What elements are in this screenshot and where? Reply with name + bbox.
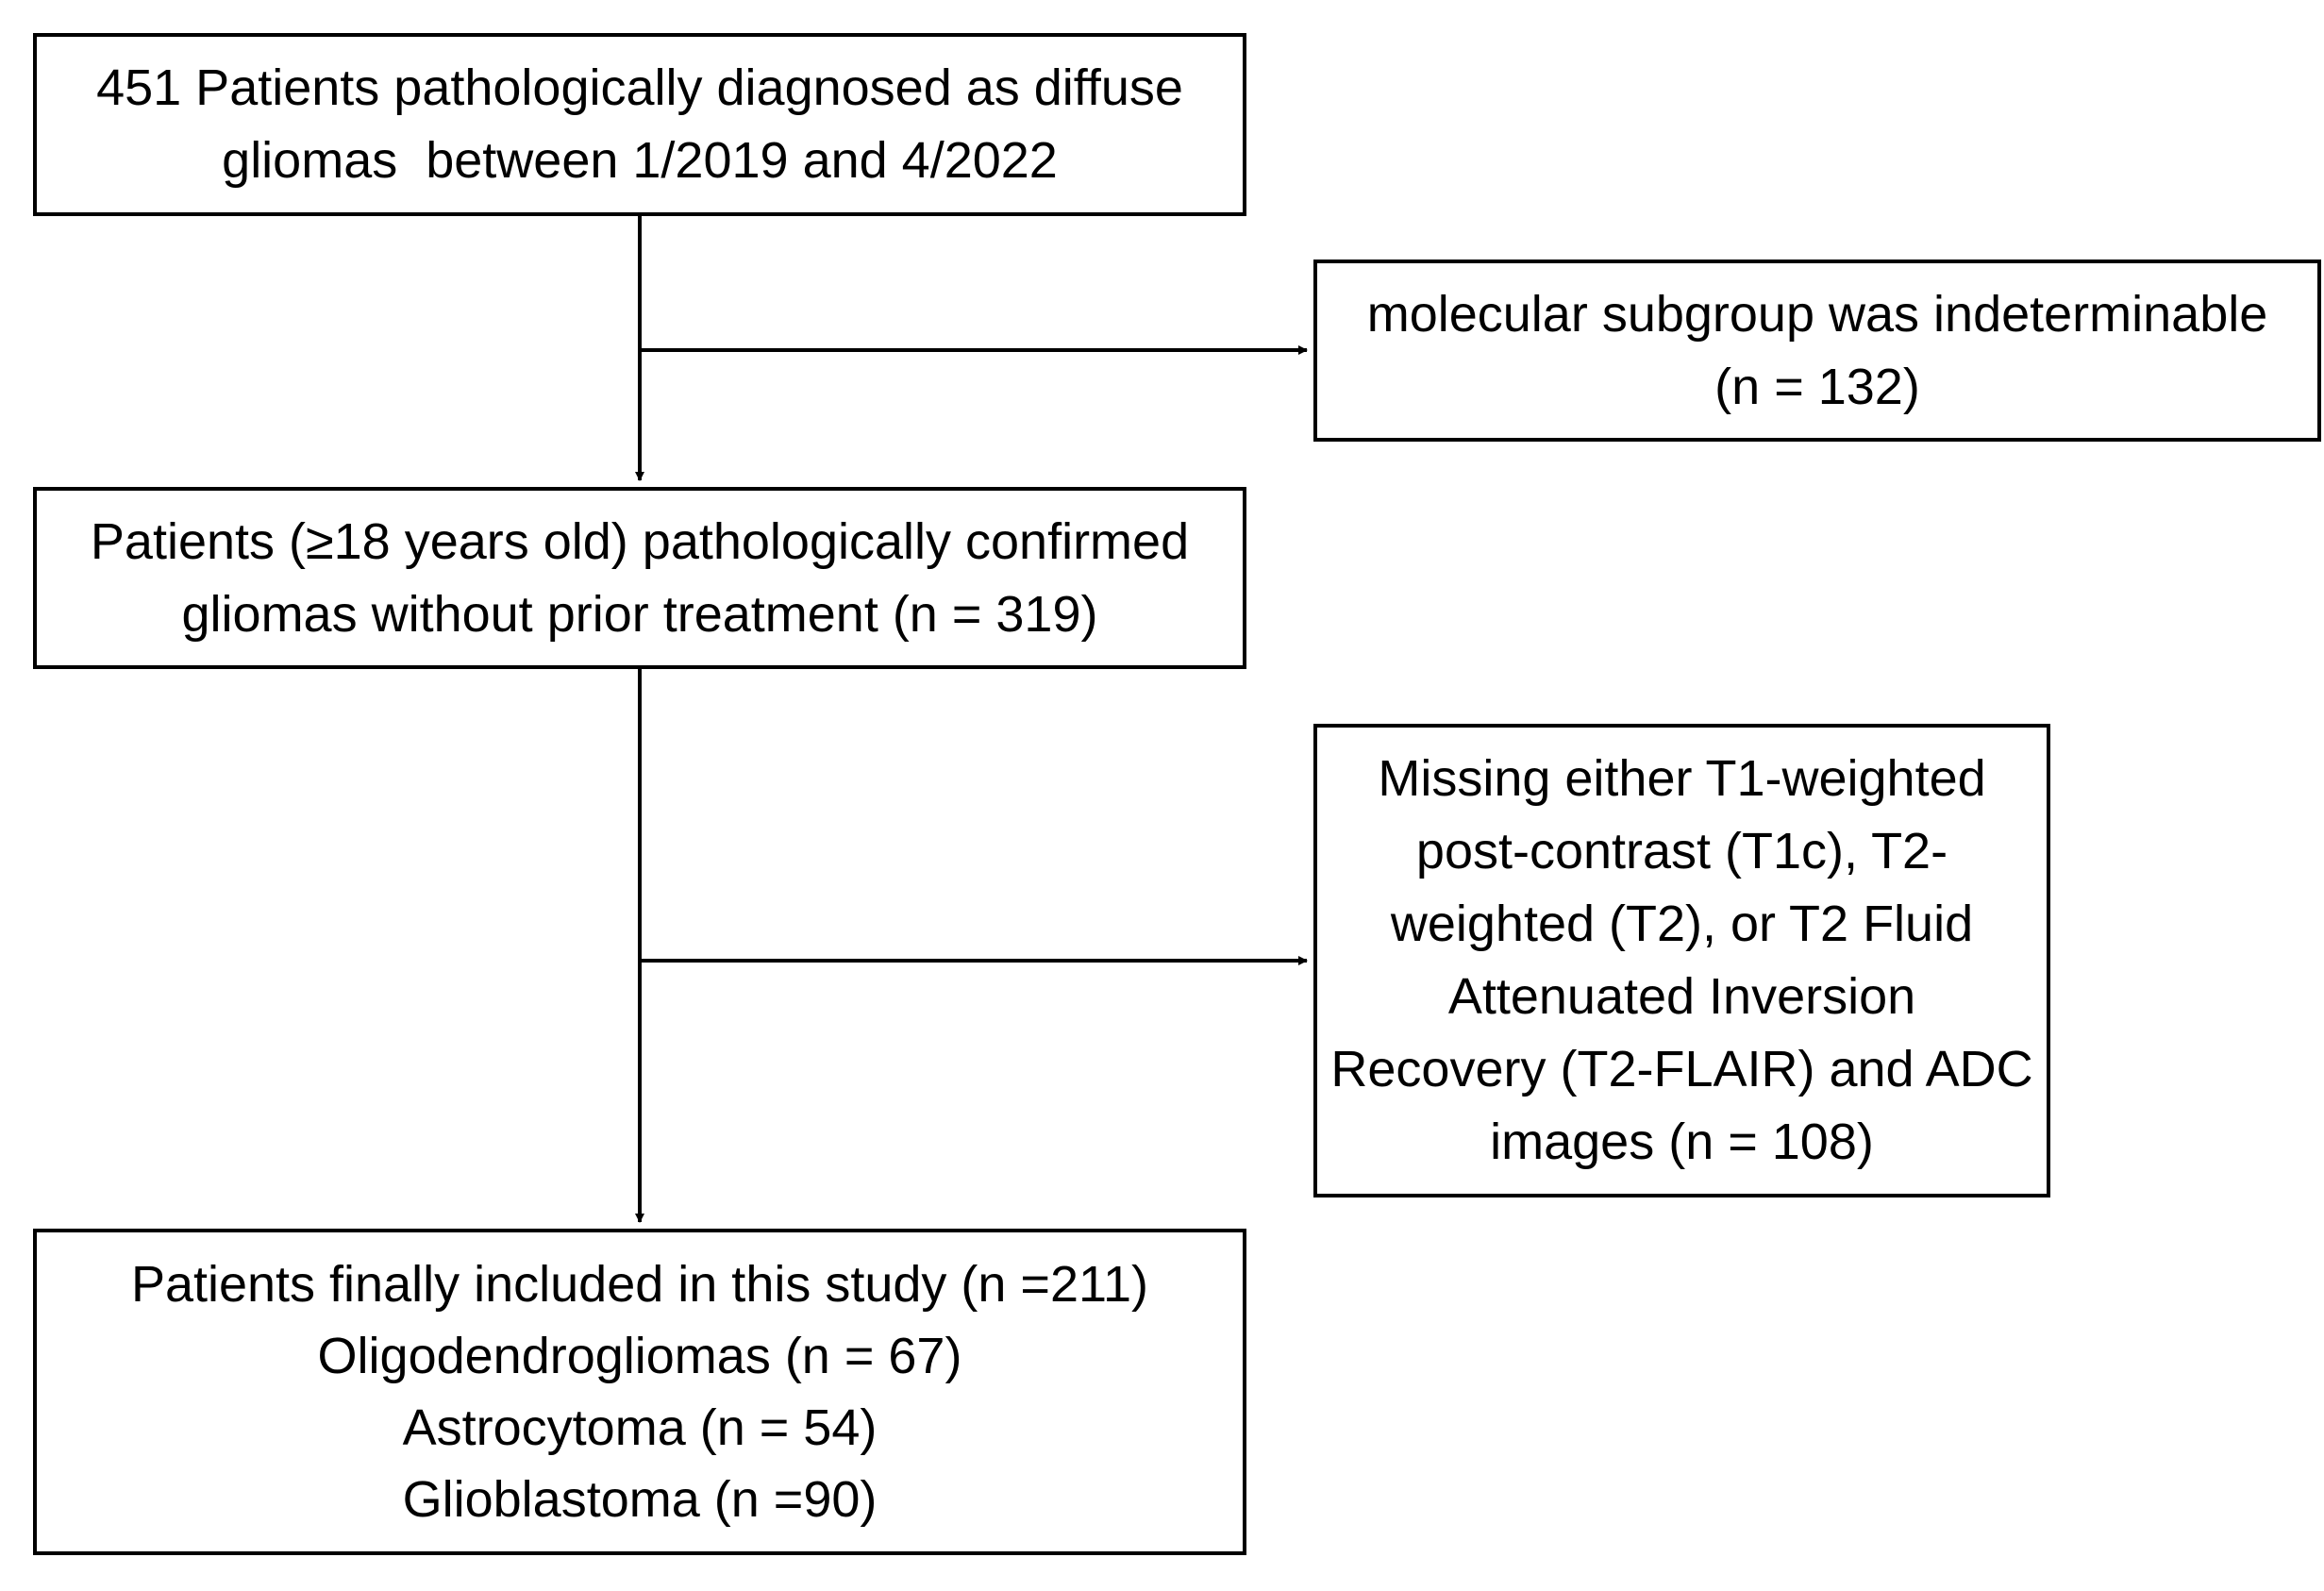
exclusion-images-line-5: Recovery (T2-FLAIR) and ADC	[1330, 1041, 2033, 1097]
eligible-cohort-box: Patients (≥18 years old) pathologically …	[33, 487, 1246, 669]
final-cohort-glioblastoma: Glioblastoma (n =90)	[402, 1471, 878, 1528]
exclusion-molecular-line-1: molecular subgroup was indeterminable	[1366, 285, 2268, 343]
initial-cohort-line-2: gliomas between 1/2019 and 4/2022	[222, 132, 1058, 189]
initial-cohort-box: 451 Patients pathologically diagnosed as…	[33, 33, 1246, 216]
eligible-cohort-line-1: Patients (≥18 years old) pathologically …	[90, 512, 1190, 570]
exclusion-box-missing-images: Missing either T1-weighted post-contrast…	[1313, 724, 2050, 1197]
eligible-cohort-line-2: gliomas without prior treatment (n = 319…	[181, 585, 1098, 643]
final-cohort-astrocytoma: Astrocytoma (n = 54)	[402, 1399, 878, 1456]
exclusion-molecular-line-2: (n = 132)	[1714, 358, 1920, 415]
final-cohort-total: Patients finally included in this study …	[130, 1256, 1149, 1313]
exclusion-images-line-4: Attenuated Inversion	[1447, 968, 1916, 1025]
exclusion-box-molecular: molecular subgroup was indeterminable (n…	[1313, 260, 2321, 442]
exclusion-images-line-2: post-contrast (T1c), T2-	[1415, 823, 1948, 879]
final-cohort-box: Patients finally included in this study …	[33, 1229, 1246, 1555]
initial-cohort-line-1: 451 Patients pathologically diagnosed as…	[96, 59, 1183, 116]
exclusion-images-line-1: Missing either T1-weighted	[1378, 750, 1986, 807]
exclusion-images-line-3: weighted (T2), or T2 Fluid	[1390, 896, 1974, 952]
final-cohort-oligodendrogliomas: Oligodendrogliomas (n = 67)	[317, 1328, 962, 1384]
exclusion-images-line-6: images (n = 108)	[1490, 1114, 1874, 1170]
